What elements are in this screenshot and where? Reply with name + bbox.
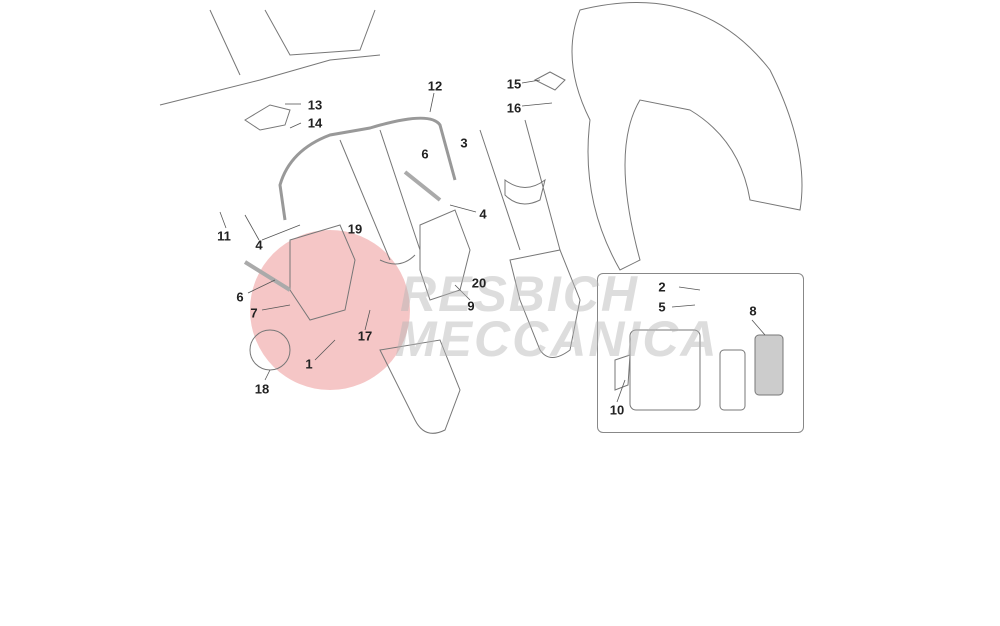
callout-6[interactable]: 6 xyxy=(236,289,244,305)
front-fender xyxy=(571,2,803,271)
watermark-line2: MECCANICA xyxy=(395,311,719,367)
bolt-6-left xyxy=(243,260,292,292)
callout-14[interactable]: 14 xyxy=(307,115,323,131)
callout-8[interactable]: 8 xyxy=(749,303,757,319)
callout-6[interactable]: 6 xyxy=(421,146,429,162)
callout-13[interactable]: 13 xyxy=(307,97,323,113)
callout-11[interactable]: 11 xyxy=(217,228,231,244)
callout-10[interactable]: 10 xyxy=(609,402,625,418)
callout-2[interactable]: 2 xyxy=(658,279,666,295)
callout-15[interactable]: 15 xyxy=(506,76,522,92)
inset-spring xyxy=(614,354,631,391)
callout-12[interactable]: 12 xyxy=(427,78,443,94)
clip-15 xyxy=(533,71,566,91)
watermark-line1: RESBICH xyxy=(400,266,640,322)
callout-4[interactable]: 4 xyxy=(255,237,263,253)
brake-hose xyxy=(278,116,457,221)
callout-7[interactable]: 7 xyxy=(250,305,258,321)
bolt-6-right xyxy=(403,170,442,202)
callout-20[interactable]: 20 xyxy=(471,275,487,291)
callout-19[interactable]: 19 xyxy=(347,221,363,237)
callout-4[interactable]: 4 xyxy=(479,206,487,222)
inset-pad-2 xyxy=(754,334,784,396)
fork-tube-right xyxy=(479,119,561,251)
fork-tube-left xyxy=(339,129,421,265)
brake-pad-detail-inset xyxy=(597,273,804,433)
callout-1[interactable]: 1 xyxy=(305,356,313,372)
frame-outline xyxy=(159,9,381,106)
fork-foot-right xyxy=(509,249,581,358)
bracket-13 xyxy=(244,104,291,131)
inset-pad xyxy=(719,349,746,411)
fork-foot-left xyxy=(379,339,461,434)
leader-lines xyxy=(219,79,766,403)
callout-17[interactable]: 17 xyxy=(357,328,373,344)
inset-caliper xyxy=(629,329,701,411)
watermark-logo xyxy=(250,230,410,390)
callout-5[interactable]: 5 xyxy=(658,299,666,315)
callout-16[interactable]: 16 xyxy=(506,100,522,116)
callout-3[interactable]: 3 xyxy=(460,135,468,151)
callout-9[interactable]: 9 xyxy=(467,298,475,314)
callout-18[interactable]: 18 xyxy=(254,381,270,397)
